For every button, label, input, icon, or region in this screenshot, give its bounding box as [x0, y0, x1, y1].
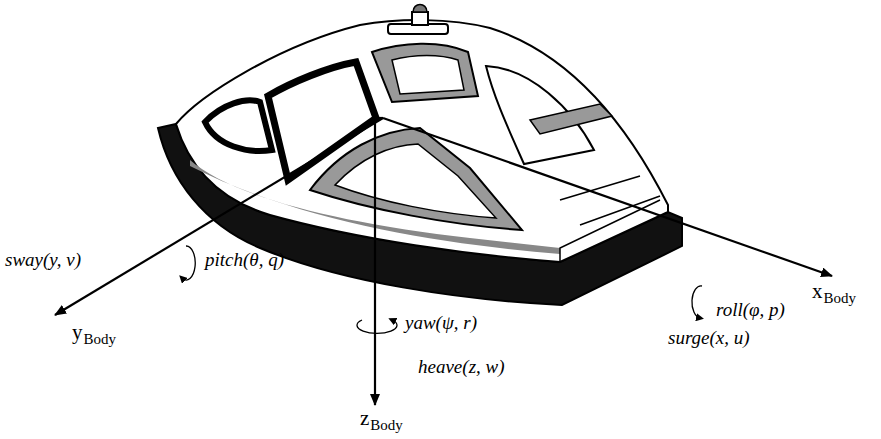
- x-axis: [383, 118, 832, 276]
- axis-subscript: Body: [824, 291, 857, 306]
- top-window-inner: [392, 56, 464, 95]
- axis-subscript: Body: [370, 418, 403, 433]
- axis-link: [375, 117, 383, 119]
- top-window: [372, 44, 478, 102]
- boat-body: [176, 20, 668, 262]
- z-axis: [374, 118, 376, 405]
- axis-label: z: [360, 408, 369, 429]
- motion-label: pitch(θ, q): [205, 250, 284, 269]
- front-side-window-inner: [335, 144, 496, 218]
- mast-light: [413, 5, 427, 13]
- axis-subscript: Body: [84, 332, 117, 347]
- y-axis: [55, 118, 383, 315]
- front-panel: [530, 104, 612, 134]
- motion-label: yaw(ψ, r): [405, 313, 477, 332]
- motion-label: surge(x, u): [668, 328, 750, 347]
- rear-window: [205, 100, 272, 151]
- pitch-rotation: [182, 246, 195, 280]
- axis-label: x: [812, 281, 823, 302]
- mast: [412, 12, 428, 25]
- motion-label: heave(z, w): [418, 357, 505, 376]
- bow-deck: [560, 176, 660, 225]
- roll-rotation: [692, 286, 702, 318]
- motion-label: sway(y, v): [5, 250, 81, 269]
- motion-label: roll(φ, p): [716, 300, 785, 319]
- yaw-rotation: [357, 320, 397, 333]
- axis-label: y: [72, 322, 83, 343]
